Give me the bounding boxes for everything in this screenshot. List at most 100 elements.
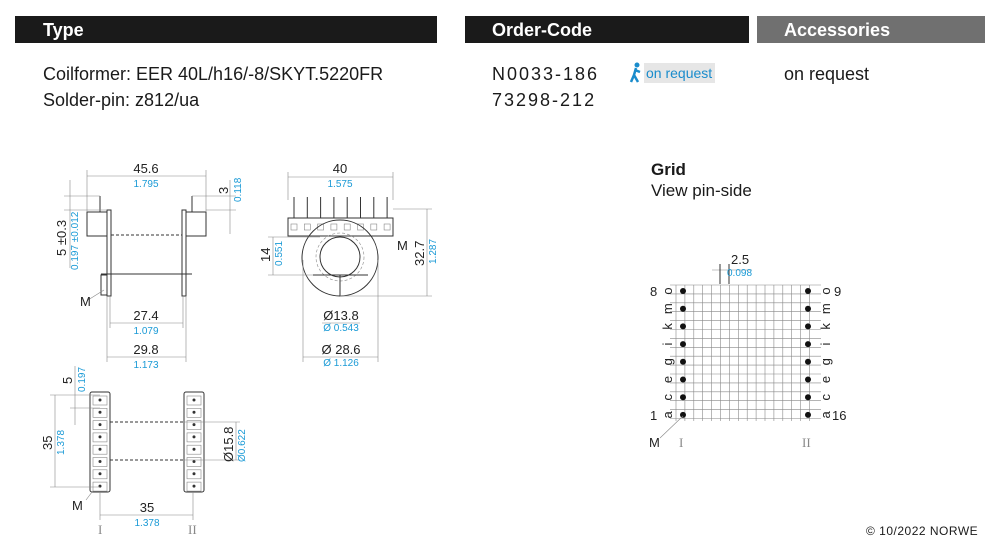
- marker-m: M: [72, 498, 83, 513]
- pin-hole: [98, 472, 102, 476]
- dim-offset-in: 0.551: [274, 241, 285, 266]
- dim-pitch-in: 0.197: [77, 367, 88, 392]
- dim-height: 32.7: [412, 241, 427, 266]
- grid-row-letter-right: i: [818, 343, 833, 346]
- grid-row-letter-left: e: [660, 376, 675, 383]
- grid-pin-dot: [680, 323, 686, 330]
- grid-row-i: I: [679, 435, 683, 450]
- row-ii-label: II: [188, 522, 197, 537]
- dim-height-in: 1.287: [428, 239, 439, 264]
- dim-width-in: 1.575: [327, 179, 352, 190]
- dim-height: 35: [40, 436, 55, 450]
- dim-core-d: Ø13.8: [323, 308, 358, 323]
- grid-pin-dot: [805, 358, 811, 365]
- grid-pin-dot: [805, 323, 811, 330]
- on-request-label: on request: [644, 63, 716, 83]
- side-view-drawing: 45.6 1.795 3 0.118 5 ±0.3 0.197 ±0.012 2…: [54, 161, 244, 371]
- pin-hole: [98, 447, 102, 451]
- grid-row-ii: II: [802, 435, 811, 450]
- grid-marker-m: M: [649, 435, 660, 450]
- header-accessories: Accessories: [757, 16, 985, 43]
- walking-person-icon: [629, 62, 641, 83]
- grid-pin-dot: [680, 341, 686, 348]
- grid-subtitle: View pin-side: [651, 181, 752, 200]
- dim-core-in: Ø0.622: [237, 429, 248, 462]
- grid-row-letter-right: g: [818, 358, 833, 365]
- dim-inner: 27.4: [133, 308, 158, 323]
- header-order-code: Order-Code: [465, 16, 749, 43]
- grid-pin-dot: [805, 288, 811, 294]
- pin-hole: [192, 423, 196, 427]
- pin-hole: [192, 410, 196, 414]
- grid-row-letter-left: o: [660, 287, 675, 294]
- pin-hole: [98, 410, 102, 414]
- dim-core-d-in: Ø 0.543: [323, 323, 359, 334]
- dim-width: 45.6: [133, 161, 158, 176]
- grid-pin-dot: [680, 288, 686, 294]
- dim-width: 35: [140, 500, 154, 515]
- on-request-badge[interactable]: on request: [628, 62, 716, 83]
- pin-hole: [98, 435, 102, 439]
- dim-pin: 3: [216, 187, 231, 194]
- pin-hole: [192, 484, 196, 488]
- grid-pin-dot: [805, 341, 811, 348]
- dim-flange-d-in: Ø 1.126: [323, 358, 359, 369]
- grid-row-letter-right: e: [818, 376, 833, 383]
- front-view-drawing: 40 1.575 32.7 1.287 14 0.551 Ø13.8 Ø 0.5…: [258, 161, 439, 369]
- grid-row-letter-left: c: [660, 393, 675, 400]
- order-code-2[interactable]: 73298-212: [492, 90, 597, 110]
- bottom-view-drawing: 5 0.197 35 1.378 Ø15.8 Ø0.622 35 1.378 M…: [40, 366, 248, 537]
- pin-number-9: 9: [834, 284, 841, 299]
- pin-number-8: 8: [650, 284, 657, 299]
- grid-pin-dot: [680, 411, 686, 418]
- row-i-label: I: [98, 522, 102, 537]
- copyright: © 10/2022 NORWE: [866, 524, 979, 538]
- dim-pitch: 5: [60, 377, 75, 384]
- dim-outer: 29.8: [133, 342, 158, 357]
- dim-offset: 14: [258, 248, 273, 262]
- grid-pin-dot: [680, 394, 686, 401]
- accessories-value: on request: [784, 64, 870, 84]
- pin-hole: [192, 472, 196, 476]
- header-type: Type: [15, 16, 437, 43]
- dim-width-in: 1.795: [133, 179, 158, 190]
- grid-pin-dot: [680, 305, 686, 312]
- pin-hole: [98, 423, 102, 427]
- grid-row-letter-right: m: [818, 303, 833, 314]
- grid-pin-dot: [805, 411, 811, 418]
- dim-inner-in: 1.079: [133, 326, 158, 337]
- grid-pin-dot: [805, 394, 811, 401]
- pin-hole: [192, 435, 196, 439]
- grid-row-letter-left: i: [660, 343, 675, 346]
- grid-row-letter-left: k: [660, 323, 675, 330]
- coilformer-text: Coilformer: EER 40L/h16/-8/SKYT.5220FR: [43, 64, 384, 84]
- pin-hole: [192, 460, 196, 463]
- grid-pin-dot: [805, 305, 811, 312]
- grid-row-letter-left: a: [660, 411, 675, 419]
- dim-pin-in: 0.118: [233, 177, 244, 202]
- order-code-1[interactable]: N0033-186: [492, 64, 600, 84]
- dim-flange-d: Ø 28.6: [321, 342, 360, 357]
- grid-row-letter-right: a: [818, 411, 833, 419]
- grid-row-letter-right: k: [818, 323, 833, 330]
- pin-number-1: 1: [650, 408, 657, 423]
- pin-hole: [192, 398, 196, 402]
- pin-hole: [98, 398, 102, 402]
- grid-row-letter-left: g: [660, 358, 675, 365]
- solder-pin-text: Solder-pin: z812/ua: [43, 90, 200, 110]
- marker-m: M: [80, 294, 91, 309]
- grid-pitch-in: 0.098: [727, 268, 752, 279]
- grid-row-letter-left: m: [660, 303, 675, 314]
- marker-m: M: [397, 238, 408, 253]
- dim-width-in: 1.378: [134, 518, 159, 529]
- grid-title: Grid: [651, 160, 686, 179]
- grid-pin-dot: [680, 358, 686, 365]
- dim-width: 40: [333, 161, 347, 176]
- dim-outer-in: 1.173: [133, 360, 158, 371]
- pin-number-16: 16: [832, 408, 846, 423]
- dim-core: Ø15.8: [221, 427, 236, 462]
- grid-pitch: 2.5: [731, 252, 749, 267]
- pin-hole: [98, 460, 102, 463]
